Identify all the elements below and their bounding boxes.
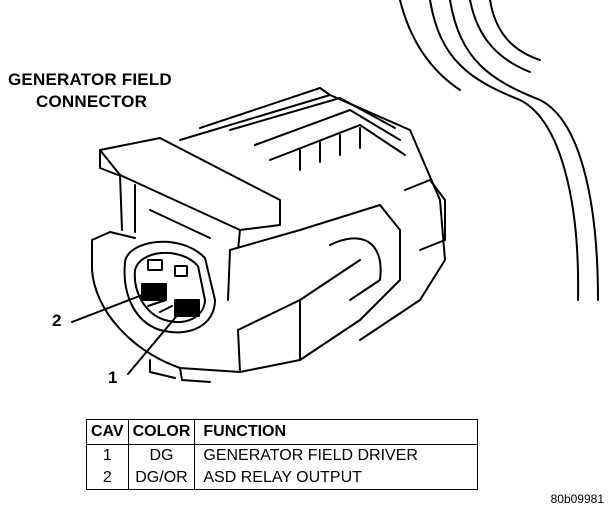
- callout-1-label: 1: [108, 368, 118, 387]
- header-cav: CAV: [86, 419, 129, 445]
- figure-id: 80b09981: [550, 492, 604, 506]
- connector-rear-shell: [179, 87, 446, 341]
- table-header-row: CAV COLOR FUNCTION: [86, 419, 479, 445]
- table-row: 1 DG GENERATOR FIELD DRIVER: [86, 444, 479, 467]
- callout-2-label: 2: [52, 311, 62, 330]
- cell-color: DG: [127, 444, 196, 467]
- wire-harness: [399, 0, 599, 301]
- cell-function: ASD RELAY OUTPUT: [194, 467, 479, 490]
- connector-illustration: [71, 0, 599, 383]
- diagram-title-line2: CONNECTOR: [36, 92, 148, 111]
- callout-2-leader: [71, 291, 151, 323]
- table-row: 2 DG/OR ASD RELAY OUTPUT: [86, 467, 479, 490]
- header-color: COLOR: [127, 419, 196, 445]
- diagram-title-line1: GENERATOR FIELD: [8, 70, 172, 89]
- connector-latch: [99, 137, 281, 251]
- cell-function: GENERATOR FIELD DRIVER: [194, 444, 479, 467]
- callout-1-leader: [127, 311, 181, 375]
- cell-color: DG/OR: [127, 467, 196, 490]
- cavity-table: CAV COLOR FUNCTION 1 DG GENERATOR FIELD …: [86, 419, 479, 490]
- terminal-face: [123, 240, 216, 334]
- header-function: FUNCTION: [194, 419, 479, 445]
- cell-cav: 2: [86, 467, 129, 490]
- cell-cav: 1: [86, 444, 129, 467]
